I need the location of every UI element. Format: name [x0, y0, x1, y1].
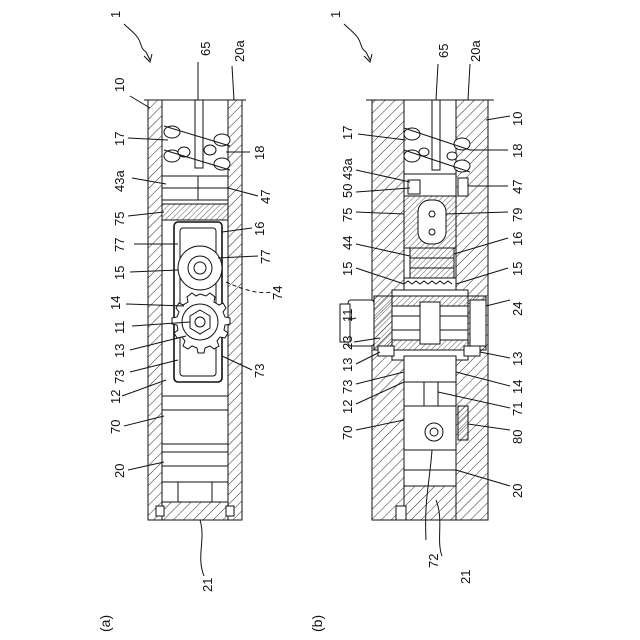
label-13-b-left: 13: [340, 358, 355, 372]
label-1-b: 1: [328, 11, 343, 18]
label-71-b: 71: [510, 402, 525, 416]
label-21-b: 21: [458, 570, 473, 584]
label-11-b: 11: [340, 309, 355, 323]
piston-70-a: [162, 396, 228, 444]
label-10-b: 10: [510, 112, 525, 126]
label-74-a: 74: [270, 286, 285, 300]
label-50-b: 50: [340, 184, 355, 198]
part-80-b: [458, 406, 468, 440]
label-44-b: 44: [340, 236, 355, 250]
label-16-b: 16: [510, 232, 525, 246]
label-17-b: 17: [340, 126, 355, 140]
label-79-b: 79: [510, 208, 525, 222]
label-13-b-right: 13: [510, 352, 525, 366]
label-17-a: 17: [112, 132, 127, 146]
label-70-b: 70: [340, 426, 355, 440]
caption-b: (b): [309, 615, 325, 632]
label-12-b: 12: [340, 400, 355, 414]
label-15-b-right: 15: [510, 262, 525, 276]
end-cap-21-b: [404, 486, 456, 520]
leader-1-a: [124, 24, 150, 60]
slot-79-b: [418, 200, 446, 244]
collar-13-b-left: [378, 346, 394, 356]
label-18-a: 18: [252, 146, 267, 160]
label-23-b: 23: [340, 336, 355, 350]
part-47-b: [458, 178, 468, 196]
label-20-b: 20: [510, 484, 525, 498]
label-13-a: 13: [112, 344, 127, 358]
label-70-a: 70: [108, 420, 123, 434]
shaft-23-b: [420, 302, 440, 344]
label-15-b-left: 15: [340, 262, 355, 276]
label-1-a: 1: [108, 11, 123, 18]
label-73-a-right: 73: [252, 364, 267, 378]
label-12-a: 12: [108, 390, 123, 404]
label-20-a: 20: [112, 464, 127, 478]
label-47-a: 47: [258, 190, 273, 204]
label-73-a-left: 73: [112, 370, 127, 384]
shaft-12-b: [404, 356, 456, 382]
panel-a: 1 65 20a 10 17 18 43a 47 75 16 77 77 15 …: [97, 11, 285, 632]
label-24-b: 24: [510, 302, 525, 316]
label-77-a-left: 77: [112, 238, 127, 252]
label-14-b: 14: [510, 380, 525, 394]
label-75-b: 75: [340, 208, 355, 222]
label-73-b: 73: [340, 380, 355, 394]
label-77-a-right: 77: [258, 250, 273, 264]
label-47-b: 47: [510, 180, 525, 194]
label-15-a: 15: [112, 266, 127, 280]
cap-stem-a: [178, 482, 212, 502]
ball-72-b: [425, 423, 443, 441]
label-43a-a: 43a: [112, 170, 127, 192]
label-72-b: 72: [426, 554, 441, 568]
label-20a-a: 20a: [232, 40, 247, 62]
caption-a: (a): [97, 615, 113, 632]
label-21-a: 21: [200, 578, 215, 592]
label-75-a: 75: [112, 212, 127, 226]
leader-1-b: [344, 24, 370, 60]
gear-15-a: [178, 246, 222, 290]
gear-44-b: [410, 248, 454, 278]
label-10-a: 10: [112, 78, 127, 92]
tube-wall-left-a: [148, 100, 162, 520]
label-11-a: 11: [112, 321, 127, 335]
label-14-a: 14: [108, 296, 123, 310]
label-80-b: 80: [510, 430, 525, 444]
label-65-a: 65: [198, 42, 213, 56]
stem-71-b: [424, 382, 438, 406]
label-18-b: 18: [510, 144, 525, 158]
block-20-a: [162, 452, 228, 482]
panel-b: 1 65 20a 10 17 18 43a 47 50 79 75 16 44 …: [309, 11, 525, 632]
label-16-a: 16: [252, 222, 267, 236]
end-cap-21-a: [162, 502, 228, 520]
label-65-b: 65: [436, 44, 451, 58]
label-20a-b: 20a: [468, 40, 483, 62]
collar-13-b-right: [464, 346, 480, 356]
rod-65-a: [195, 100, 203, 168]
label-43a-b: 43a: [340, 158, 355, 180]
block-75-a: [162, 204, 228, 220]
